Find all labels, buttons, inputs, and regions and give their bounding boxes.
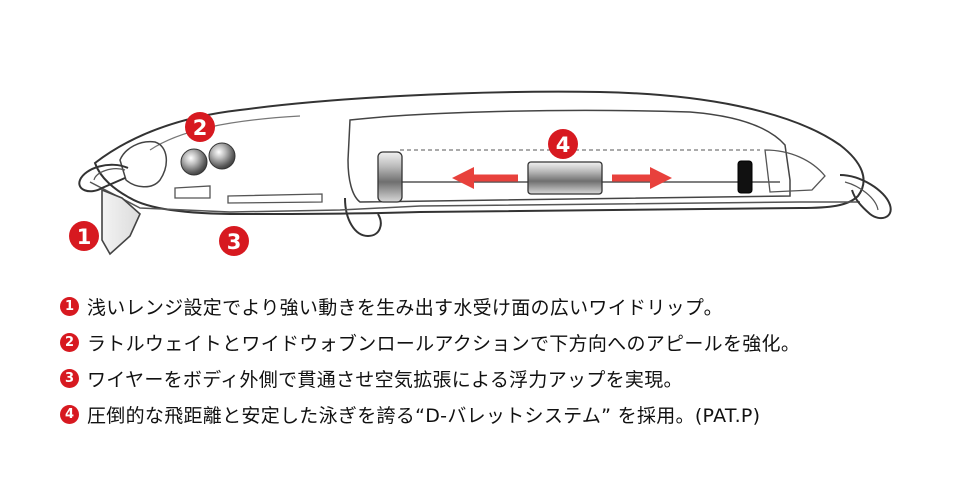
lure-cross-section-diagram: 1 2 3 4 [69,90,892,256]
feature-text: ラトルウェイトとワイドウォブンロールアクションで下方向へのアピールを強化。 [87,332,801,355]
feature-text: 浅いレンジ設定でより強い動きを生み出す水受け面の広いワイドリップ。 [87,296,723,319]
feature-item-4: 4 圧倒的な飛距離と安定した泳ぎを誇る“D-バレットシステム” を採用。(PAT… [60,396,940,432]
arrow-right-icon [650,167,672,189]
rear-hook-eye [839,174,892,220]
head-chamber [119,140,167,188]
callout-1: 1 [69,221,99,251]
line-tie-inner [93,168,126,181]
feature-number-badge: 2 [60,332,79,352]
callout-3: 3 [219,226,249,256]
belly-hanger [344,197,382,238]
lure-body-outline [93,90,865,216]
feature-number-badge: 4 [60,404,79,424]
rear-hook-eye-inner [844,181,879,211]
callout-2: 2 [185,112,215,142]
line-tie [78,163,129,193]
tail-chamber [764,149,826,193]
svg-text:1: 1 [77,225,92,249]
feature-item-2: 2 ラトルウェイトとワイドウォブンロールアクションで下方向へのアピールを強化。 [60,324,940,360]
through-wire [89,181,860,213]
bullet-front-stopper [377,151,403,203]
rear-chamber [347,109,791,203]
feature-item-1: 1 浅いレンジ設定でより強い動きを生み出す水受け面の広いワイドリップ。 [60,288,940,324]
callout-4: 4 [548,129,578,159]
svg-text:2: 2 [193,116,208,140]
rear-magnet [737,160,753,194]
feature-list: 1 浅いレンジ設定でより強い動きを生み出す水受け面の広いワイドリップ。 2 ラト… [60,288,940,432]
feature-number-badge: 1 [60,296,79,316]
rattle-ball-front [180,148,208,176]
rattle-ball-rear [208,142,236,170]
feature-text: 圧倒的な飛距離と安定した泳ぎを誇る“D-バレットシステム” を採用。(PAT.P… [87,404,761,427]
arrow-left-icon [452,167,474,189]
belly-rib-front [174,185,211,199]
feature-item-3: 3 ワイヤーをボディ外側で貫通させ空気拡張による浮力アップを実現。 [60,360,940,396]
feature-number-badge: 3 [60,368,79,388]
svg-text:3: 3 [227,230,242,254]
sliding-weight [527,161,603,195]
svg-text:4: 4 [556,133,571,157]
diving-lip [101,188,141,256]
belly-rib [227,193,323,204]
feature-text: ワイヤーをボディ外側で貫通させ空気拡張による浮力アップを実現。 [87,368,683,391]
